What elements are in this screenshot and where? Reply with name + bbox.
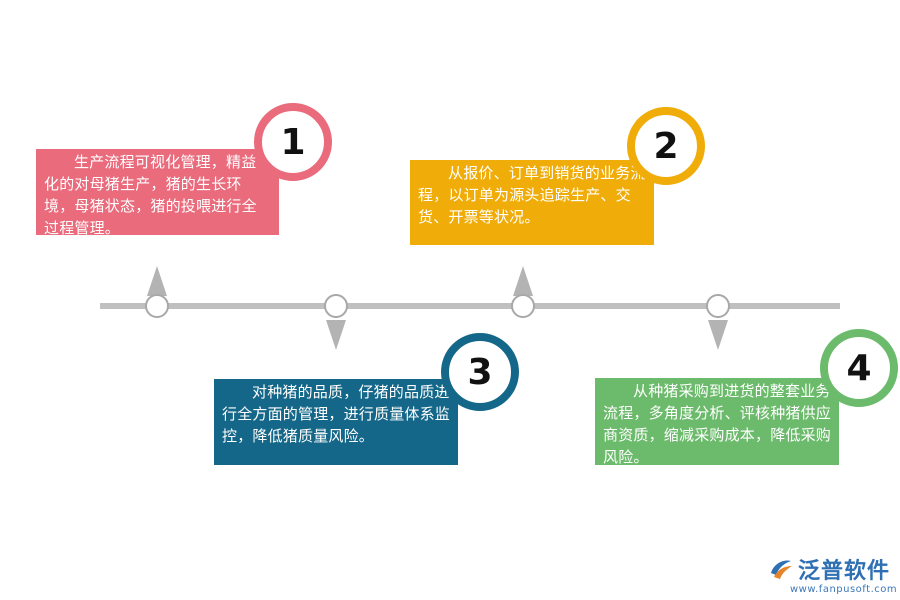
step-2-text: 从报价、订单到销货的业务流程，以订单为源头追踪生产、交货、开票等状况。 <box>418 164 646 226</box>
step-2-box: 从报价、订单到销货的业务流程，以订单为源头追踪生产、交货、开票等状况。 <box>410 160 654 245</box>
timeline-node-2 <box>511 294 535 318</box>
step-3-number: 3 <box>467 351 493 393</box>
brand-url[interactable]: www.fanpusoft.com <box>790 584 898 595</box>
fanpu-logo-icon <box>771 560 792 579</box>
step-1-number: 1 <box>280 121 306 163</box>
step-2-number: 2 <box>653 125 679 167</box>
arrow-down-marker-4 <box>708 320 728 350</box>
step-1-text: 生产流程可视化管理，精益化的对母猪生产，猪的生长环境，母猪状态，猪的投喂进行全过… <box>44 153 257 237</box>
brand-logo[interactable]: 泛普软件 <box>768 553 890 585</box>
arrow-up-marker-1 <box>147 266 167 296</box>
timeline-node-3 <box>324 294 348 318</box>
timeline-node-4 <box>706 294 730 318</box>
step-1-badge: 1 <box>254 103 332 181</box>
step-2-badge: 2 <box>627 107 705 185</box>
step-3-box: 对种猪的品质，仔猪的品质进行全方面的管理，进行质量体系监控，降低猪质量风险。 <box>214 379 458 465</box>
arrow-up-marker-2 <box>513 266 533 296</box>
timeline-line <box>100 303 840 309</box>
arrow-down-marker-3 <box>326 320 346 350</box>
step-4-text: 从种猪采购到进货的整套业务流程，多角度分析、评核种猪供应商资质，缩减采购成本，降… <box>603 382 832 466</box>
brand-name: 泛普软件 <box>798 559 891 584</box>
step-4-number: 4 <box>846 347 872 389</box>
step-1-box: 生产流程可视化管理，精益化的对母猪生产，猪的生长环境，母猪状态，猪的投喂进行全过… <box>36 149 279 237</box>
step-4-box: 从种猪采购到进货的整套业务流程，多角度分析、评核种猪供应商资质，缩减采购成本，降… <box>595 378 839 466</box>
step-4-badge: 4 <box>820 329 898 407</box>
timeline-node-1 <box>145 294 169 318</box>
step-3-text: 对种猪的品质，仔猪的品质进行全方面的管理，进行质量体系监控，降低猪质量风险。 <box>222 383 451 445</box>
step-3-badge: 3 <box>441 333 519 411</box>
